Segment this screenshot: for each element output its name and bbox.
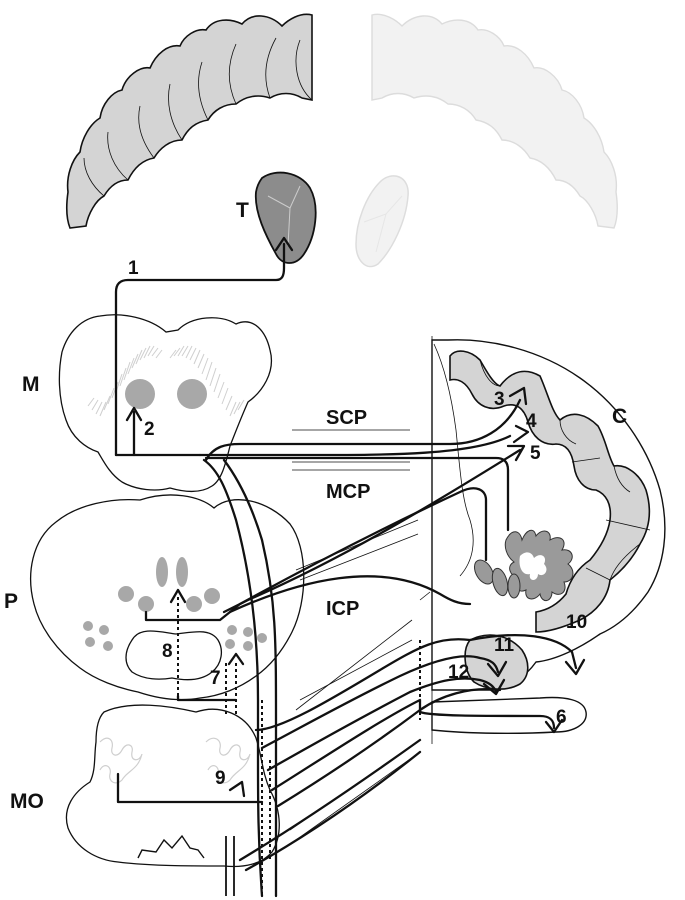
number-2: 2 xyxy=(144,419,155,440)
number-8: 8 xyxy=(162,641,173,662)
number-6: 6 xyxy=(556,707,567,728)
medulla-oblongata xyxy=(65,704,280,868)
thalamus xyxy=(254,171,317,264)
number-3: 3 xyxy=(494,389,505,410)
left-cerebral-hemisphere xyxy=(65,13,313,229)
midbrain-hatching xyxy=(87,345,245,417)
fourth-ventricle-outline xyxy=(433,343,474,577)
number-1: 1 xyxy=(128,258,139,279)
number-12: 12 xyxy=(448,662,469,683)
dentate-nucleus xyxy=(474,529,574,601)
number-10: 10 xyxy=(566,612,587,633)
label-medulla: MO xyxy=(10,790,44,813)
pons xyxy=(30,494,305,701)
label-scp: SCP xyxy=(326,407,367,429)
cerebellum xyxy=(431,339,666,691)
number-7: 7 xyxy=(210,668,221,689)
number-9: 9 xyxy=(215,768,226,789)
red-nucleus-right xyxy=(177,379,207,409)
right-cerebral-hemisphere xyxy=(371,13,619,229)
red-nucleus-left xyxy=(125,379,155,409)
label-cerebellum: C xyxy=(612,405,627,428)
label-pons: P xyxy=(4,590,18,613)
number-5: 5 xyxy=(530,443,541,464)
label-thalamus: T xyxy=(236,199,249,222)
number-11: 11 xyxy=(494,635,515,656)
thalamus-faint xyxy=(355,175,409,268)
label-icp: ICP xyxy=(326,598,359,620)
number-4: 4 xyxy=(526,411,537,432)
label-midbrain: M xyxy=(22,373,40,396)
label-mcp: MCP xyxy=(326,481,370,503)
